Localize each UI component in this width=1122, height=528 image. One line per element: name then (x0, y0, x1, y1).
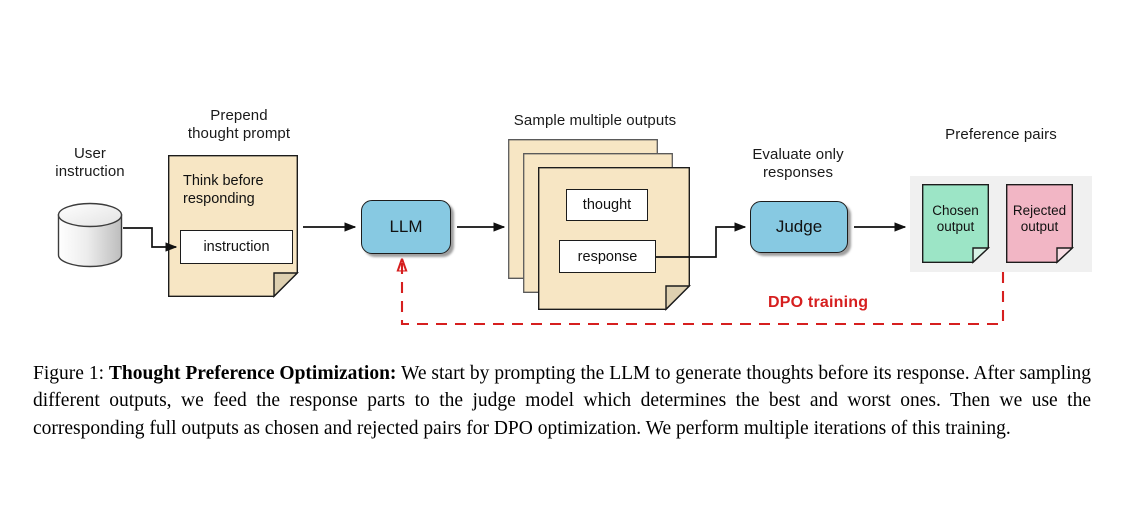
user-instruction-label: User instruction (55, 145, 125, 181)
chosen-output-label: Chosen output (932, 202, 979, 234)
chosen-output-note (922, 184, 991, 264)
caption-prefix: Figure 1: (33, 363, 104, 384)
instruction-field: instruction (180, 230, 293, 264)
prepend-thought-prompt-label: Prepend thought prompt (187, 107, 291, 143)
dpo-training-label: DPO training (768, 294, 869, 311)
tpo-pipeline-diagram: User instruction (55, 107, 1092, 326)
sample-multiple-outputs-label: Sample multiple outputs (513, 112, 677, 129)
figure-caption: Figure 1: Thought Preference Optimizatio… (33, 360, 1091, 442)
rejected-output-label: Rejected output (1012, 202, 1067, 234)
judge-box[interactable]: Judge (750, 201, 848, 253)
caption-body: We start by prompting the LLM to generat… (33, 363, 1091, 439)
preference-pairs-label: Preference pairs (945, 126, 1057, 143)
llm-box[interactable]: LLM (361, 200, 451, 254)
response-field: response (559, 240, 656, 273)
prompt-document-header: Think before responding (183, 173, 264, 208)
user-instruction-datastore-icon (57, 202, 123, 268)
evaluate-only-responses-label: Evaluate only responses (752, 146, 844, 182)
thought-field: thought (566, 189, 648, 221)
rejected-output-note (1006, 184, 1075, 264)
caption-title: Thought Preference Optimization: (108, 363, 397, 384)
